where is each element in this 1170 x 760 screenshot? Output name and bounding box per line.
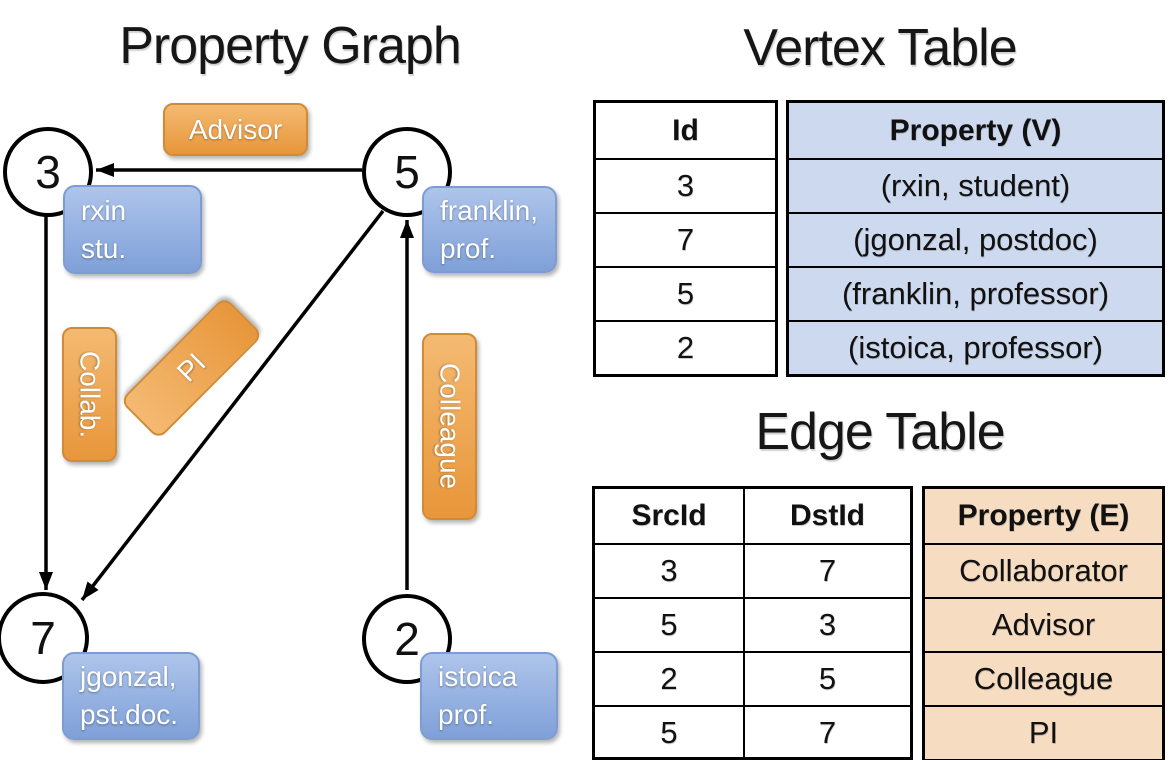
edge-table-header-srcid: SrcId <box>631 499 707 532</box>
vertex-label-jgonzal: jgonzal, pst.doc. <box>62 652 200 740</box>
vertex-property-cell: (istoica, professor) <box>789 320 1162 374</box>
edge-table-header-property: Property (E) <box>925 489 1162 543</box>
edge-table-property-column: Property (E) Collaborator Advisor Collea… <box>922 486 1165 760</box>
vertex-id-cell: 7 <box>596 212 775 266</box>
vertex-property-cell: (franklin, professor) <box>789 266 1162 320</box>
edge-label-advisor: Advisor <box>163 103 308 156</box>
edge-table-header-dstid: DstId <box>743 489 910 543</box>
vertex-property-cell: (jgonzal, postdoc) <box>789 212 1162 266</box>
vertex-label-franklin: franklin, prof. <box>422 186 557 273</box>
property-graph-title: Property Graph <box>119 17 462 75</box>
edge-pi-5-to-7 <box>80 209 385 602</box>
edge-label-collab: Collab. <box>62 327 117 462</box>
vertex-label-line: prof. <box>438 699 495 730</box>
edge-dstid-cell: 7 <box>743 543 910 597</box>
vertex-table-header-id: Id <box>672 113 699 147</box>
edge-property-cell: PI <box>925 705 1162 759</box>
vertex-id-cell: 2 <box>596 320 775 374</box>
edge-srcid-cell: 3 <box>595 543 743 597</box>
vertex-id-cell: 5 <box>596 266 775 320</box>
edge-property-cell: Advisor <box>925 597 1162 651</box>
edge-property-cell: Colleague <box>925 651 1162 705</box>
vertex-table-property-column: Property (V) (rxin, student) (jgonzal, p… <box>786 100 1165 377</box>
vertex-property-cell: (rxin, student) <box>789 158 1162 212</box>
vertex-label-rxin: rxin stu. <box>63 185 202 274</box>
vertex-table-title: Vertex Table <box>743 19 1017 77</box>
edge-dstid-cell: 5 <box>743 651 910 705</box>
vertex-node-2: 2 <box>362 594 452 684</box>
graph-edges-svg <box>39 163 414 602</box>
vertex-label-line: prof. <box>440 232 497 264</box>
vertex-table-id-column: Id 3 7 5 2 <box>593 100 778 377</box>
edge-srcid-cell: 2 <box>595 651 743 705</box>
edge-dstid-cell: 7 <box>743 705 910 759</box>
edge-table-id-columns: SrcId DstId 3 7 5 3 2 5 5 7 <box>592 486 913 760</box>
edge-srcid-cell: 5 <box>595 705 743 759</box>
edge-dstid-cell: 3 <box>743 597 910 651</box>
vertex-label-istoica: istoica prof. <box>420 652 558 740</box>
edge-srcid-cell: 5 <box>595 597 743 651</box>
vertex-label-line: pst.doc. <box>80 699 179 730</box>
vertex-label-line: franklin, <box>440 194 539 226</box>
edge-label-colleague: Colleague <box>422 333 477 520</box>
vertex-label-line: istoica <box>438 661 518 692</box>
vertex-label-line: rxin <box>81 194 127 226</box>
vertex-label-line: jgonzal, <box>80 661 177 692</box>
vertex-id-cell: 3 <box>596 158 775 212</box>
vertex-table-header-property: Property (V) <box>789 103 1162 158</box>
vertex-label-line: stu. <box>81 232 127 264</box>
vertex-node-5: 5 <box>362 127 452 217</box>
edge-property-cell: Collaborator <box>925 543 1162 597</box>
edge-table-title: Edge Table <box>755 403 1005 461</box>
